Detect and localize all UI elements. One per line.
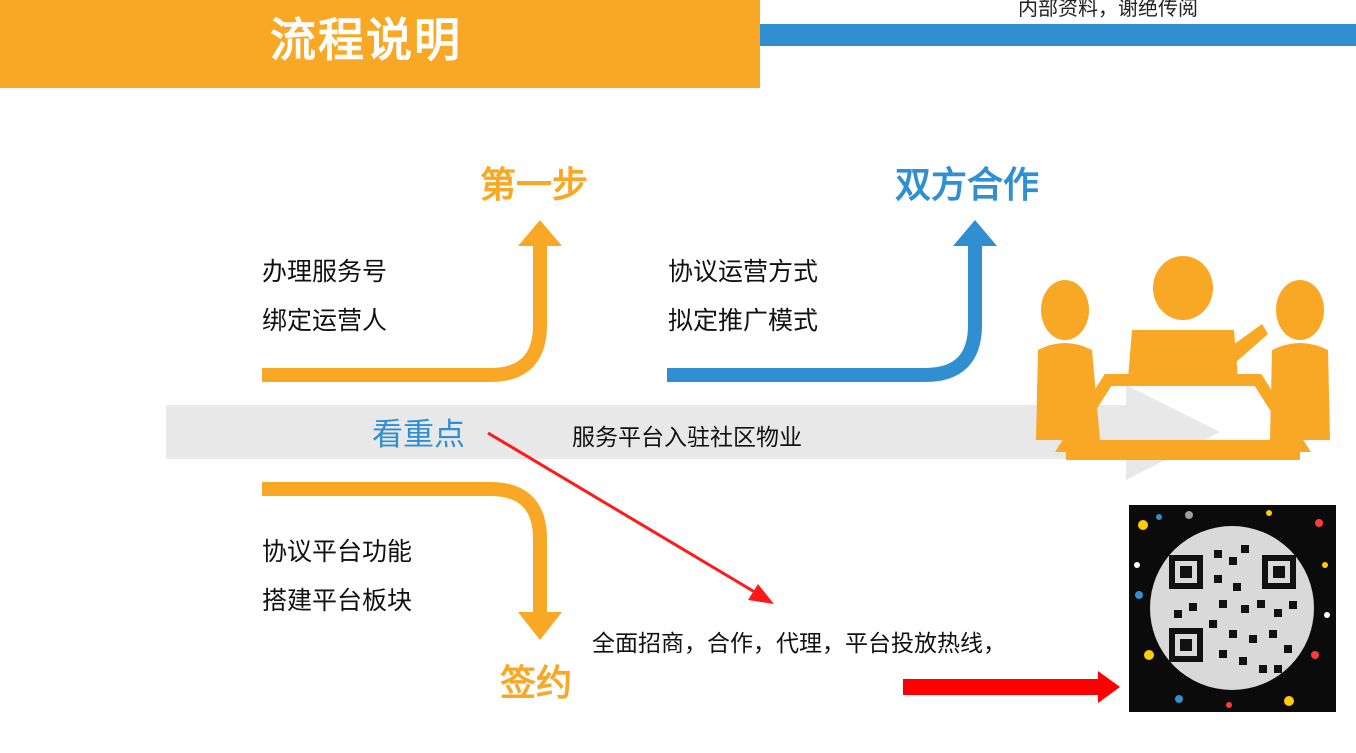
- red-horizontal-arrow-head: [1098, 671, 1120, 703]
- signing-heading: 签约: [500, 663, 573, 704]
- step-one-arrow-head: [518, 220, 562, 246]
- cooperation-line-2: 拟定推广模式: [668, 306, 819, 335]
- red-diagonal-arrow-line: [487, 431, 759, 596]
- cooperation-arrow-head: [953, 220, 997, 246]
- focus-label: 看重点: [372, 417, 465, 453]
- signing-arrow-head: [518, 612, 562, 640]
- step-one-line-2: 绑定运营人: [262, 306, 388, 335]
- cooperation-curve: [667, 240, 982, 382]
- cooperation-heading: 双方合作: [895, 165, 1040, 206]
- services-line: 全面招商，合作，代理，平台投放热线，: [592, 631, 1006, 657]
- step-one-curve: [262, 240, 547, 382]
- page-title: 流程说明: [270, 13, 462, 67]
- title-bar: [0, 0, 760, 88]
- cooperation-line-1: 协议运营方式: [668, 257, 819, 286]
- center-band: [166, 405, 1126, 459]
- red-diagonal-arrow-head: [748, 584, 774, 604]
- signing-curve: [262, 482, 547, 615]
- header-blue-strip: [760, 24, 1356, 46]
- qr-code-icon: [1129, 505, 1336, 712]
- meeting-people-icon: [1036, 256, 1330, 460]
- signing-line-2: 搭建平台板块: [262, 586, 413, 615]
- signing-line-1: 协议平台功能: [262, 537, 413, 566]
- step-one-heading: 第一步: [480, 165, 589, 206]
- step-one-line-1: 办理服务号: [262, 257, 388, 286]
- band-arrow-head: [1126, 385, 1220, 480]
- focus-text: 服务平台入驻社区物业: [572, 425, 802, 451]
- internal-notice: 内部资料，谢绝传阅: [1018, 0, 1198, 20]
- red-horizontal-arrow-body: [903, 679, 1101, 695]
